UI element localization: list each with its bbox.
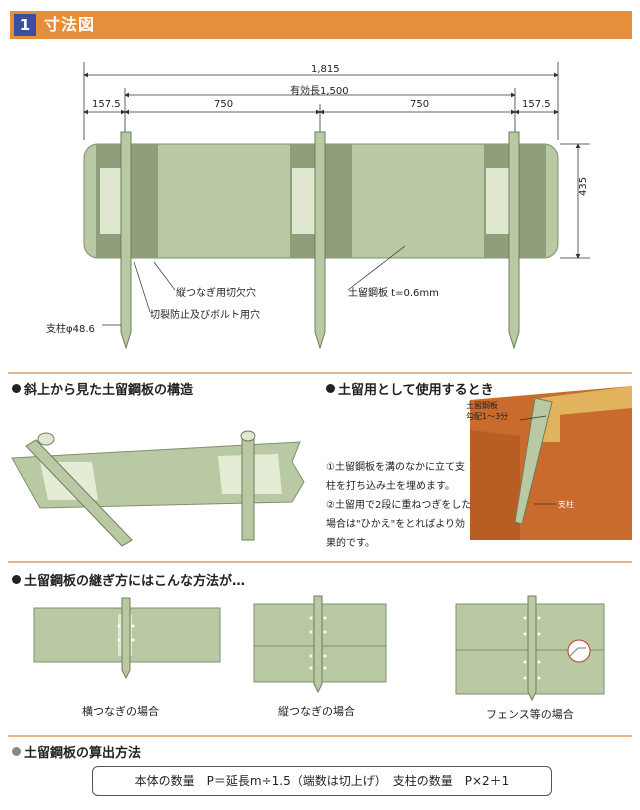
dim-span-left: 750 bbox=[214, 99, 234, 110]
formula-box: 本体の数量 P＝延長m÷1.5（端数は切上げ） 支柱の数量 P×2＋1 bbox=[92, 766, 552, 796]
join-horizontal-drawing bbox=[33, 597, 221, 680]
section-header: 1 寸法図 bbox=[10, 11, 632, 39]
section-title: 寸法図 bbox=[44, 15, 96, 34]
usage-plate-label: 土留鋼板 bbox=[466, 401, 498, 410]
usage-slope-label: 勾配1〜3分 bbox=[466, 412, 509, 421]
join-fence-drawing bbox=[455, 595, 605, 702]
dim-side-right: 157.5 bbox=[522, 99, 551, 110]
dim-side-left: 157.5 bbox=[92, 99, 121, 110]
bullet-icon bbox=[12, 575, 21, 584]
bullet-icon bbox=[12, 384, 21, 393]
label-plate: 土留鋼板 t=0.6mm bbox=[348, 288, 439, 299]
usage-steps: ①土留鋼板を溝のなかに立て支柱を打ち込み土を埋めます。 ②土留用で2段に重ねつぎ… bbox=[326, 458, 474, 553]
section-number: 1 bbox=[14, 14, 36, 36]
dim-effective: 有効長1,500 bbox=[290, 86, 349, 97]
separator bbox=[8, 735, 632, 737]
heading-oblique: 斜上から見た土留鋼板の構造 bbox=[12, 379, 193, 398]
heading-calc: 土留鋼板の算出方法 bbox=[12, 742, 141, 761]
bullet-icon bbox=[326, 384, 335, 393]
bullet-icon bbox=[12, 747, 21, 756]
support-posts bbox=[120, 131, 520, 350]
dimension-lines bbox=[83, 62, 590, 259]
heading-usage: 土留用として使用するとき bbox=[326, 379, 494, 398]
oblique-view bbox=[11, 430, 305, 547]
dim-height: 435 bbox=[578, 176, 589, 196]
leader-lines bbox=[102, 245, 406, 326]
join-vertical-drawing bbox=[253, 595, 387, 694]
usage-step-2: ②土留用で2段に重ねつぎをした場合は"ひかえ"をとればより効果的です。 bbox=[326, 500, 472, 549]
label-bolt-hole: 切裂防止及びボルト用穴 bbox=[150, 310, 260, 321]
label-post: 支柱φ48.6 bbox=[46, 324, 95, 335]
usage-post-label: 支柱 bbox=[558, 500, 574, 509]
separator bbox=[8, 372, 632, 374]
dim-span-right: 750 bbox=[410, 99, 430, 110]
separator bbox=[8, 561, 632, 563]
usage-step-1: ①土留鋼板を溝のなかに立て支柱を打ち込み土を埋めます。 bbox=[326, 462, 465, 492]
soil-section bbox=[470, 386, 632, 540]
caption-horizontal: 横つなぎの場合 bbox=[82, 705, 159, 718]
caption-fence: フェンス等の場合 bbox=[486, 708, 574, 721]
caption-vertical: 縦つなぎの場合 bbox=[278, 705, 355, 718]
label-joint-notch: 縦つなぎ用切欠穴 bbox=[176, 288, 256, 299]
dim-total: 1,815 bbox=[311, 64, 340, 75]
heading-joining: 土留鋼板の継ぎ方にはこんな方法が… bbox=[12, 570, 245, 589]
